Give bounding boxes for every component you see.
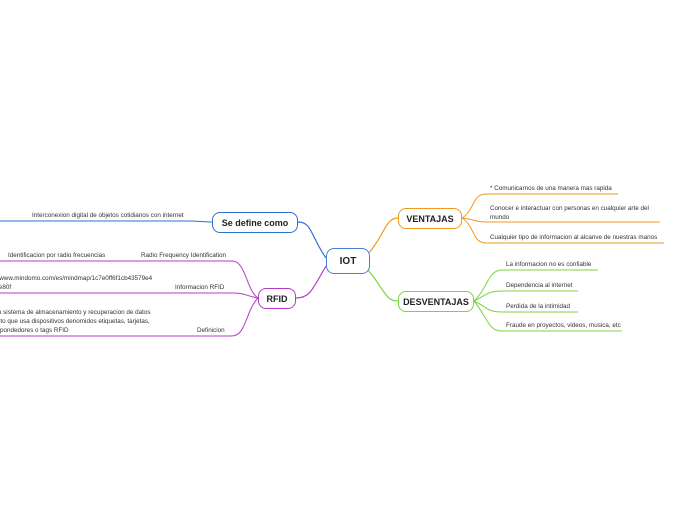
connector-rfid xyxy=(295,265,327,299)
connector-define-item xyxy=(0,220,213,223)
ventajas-item[interactable]: Cualquier tipo de informacion al alcanve… xyxy=(490,234,658,241)
topic-ventajas-label: VENTAJAS xyxy=(406,213,454,224)
topic-define[interactable]: Se define como xyxy=(212,212,298,233)
connector-desventajas-item-4 xyxy=(473,300,622,332)
central-node-iot[interactable]: IOT xyxy=(326,248,370,274)
connector-desventajas-item-3 xyxy=(473,300,578,313)
desventajas-item[interactable]: Dependencia al internet xyxy=(506,282,573,289)
rfid-detail-definicion[interactable]: es un sistema de almacenamiento y recupe… xyxy=(0,309,151,334)
topic-rfid[interactable]: RFID xyxy=(258,288,296,309)
desventajas-item[interactable]: La informacion no es confiable xyxy=(506,261,592,268)
connector-ventajas xyxy=(367,217,399,255)
connector-desventajas xyxy=(367,269,399,302)
connector-desventajas-item-2 xyxy=(473,290,578,302)
ventajas-item[interactable]: * Comunicarnos de una manera mas rapida xyxy=(490,185,612,192)
rfid-branch-definicion[interactable]: Definicion xyxy=(197,327,225,334)
rfid-detail-informacion-link[interactable]: ://www.mindomo.com/es/mindmap/1c7e0ff6f1… xyxy=(0,275,153,291)
topic-rfid-label: RFID xyxy=(266,293,288,304)
rfid-detail-radio-frequency[interactable]: Identificacion por radio frecuencias xyxy=(8,252,106,259)
connector-ventajas-item-1 xyxy=(461,193,618,219)
connector-desventajas-item-1 xyxy=(473,269,598,302)
connector-rfid-branch-3 xyxy=(196,297,259,337)
connector-define xyxy=(297,221,327,259)
connector-ventajas-item-3 xyxy=(461,217,664,244)
desventajas-item[interactable]: Fraude en proyectos, videos, musica, etc xyxy=(506,322,621,329)
rfid-branch-informacion[interactable]: Informacion RFID xyxy=(175,284,225,291)
central-node-label: IOT xyxy=(339,255,357,267)
connector-ventajas-item-2 xyxy=(461,217,660,223)
connector-rfid-branch-1 xyxy=(136,260,259,299)
connector-rfid-branch-2 xyxy=(172,292,259,299)
rfid-branch-radio-frequency[interactable]: Radio Frequency Identification xyxy=(141,252,227,259)
define-item[interactable]: Interconexion digital de objetos cotidia… xyxy=(32,212,184,219)
topic-ventajas[interactable]: VENTAJAS xyxy=(398,208,462,229)
desventajas-item[interactable]: Perdida de la intimidad xyxy=(506,303,571,310)
topic-desventajas[interactable]: DESVENTAJAS xyxy=(398,291,474,312)
ventajas-item[interactable]: Conocer e interactuar con personas en cu… xyxy=(490,205,649,221)
topic-desventajas-label: DESVENTAJAS xyxy=(403,296,469,307)
topic-define-label: Se define como xyxy=(221,217,289,228)
